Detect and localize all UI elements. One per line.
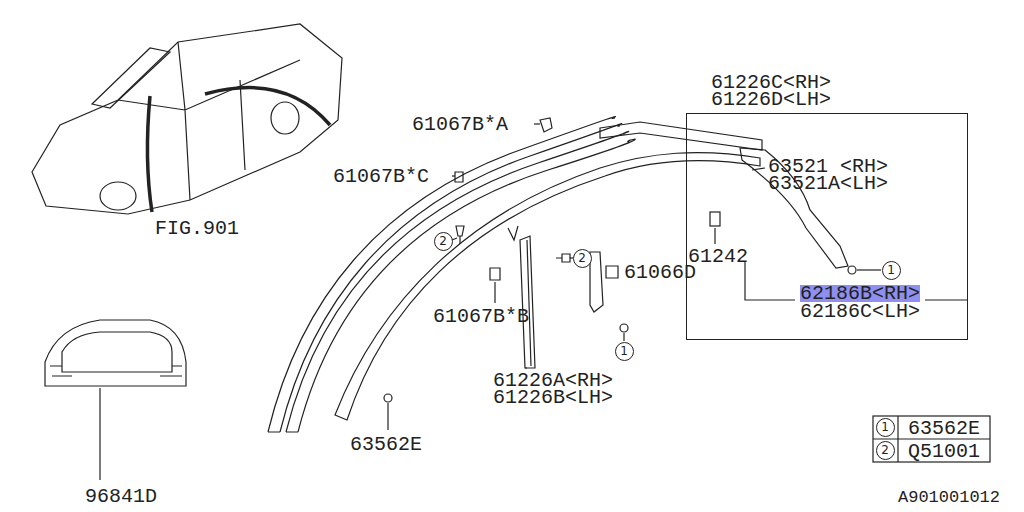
part-number: 61226C<RH> 61226D<LH> xyxy=(711,74,831,108)
center-pillar-trim xyxy=(590,252,603,312)
leader-line xyxy=(452,238,457,240)
table-rule xyxy=(873,438,990,439)
part-number: 63562E xyxy=(350,436,422,453)
car-wheel xyxy=(271,102,299,134)
callout-number: 2 xyxy=(434,232,453,251)
pillar-trim xyxy=(520,236,535,368)
leader-line xyxy=(752,168,765,170)
car-wheel xyxy=(100,182,136,210)
rivet xyxy=(620,324,628,332)
leader-line xyxy=(494,282,495,303)
leader-line xyxy=(745,262,795,300)
part-number: 62186C<LH> xyxy=(800,303,920,320)
clip xyxy=(606,266,618,278)
leader-line xyxy=(525,367,527,368)
table-cell: Q51001 xyxy=(908,443,980,460)
table-rule xyxy=(897,416,898,462)
car-outline xyxy=(32,24,342,214)
drawing-number: A901001012 xyxy=(898,489,1000,506)
section-arc xyxy=(205,88,330,125)
part-number: 61067B*B xyxy=(433,308,529,325)
drip-rail xyxy=(280,124,622,432)
screw xyxy=(556,254,570,262)
rivet xyxy=(384,394,392,402)
rivet xyxy=(848,266,856,274)
clip xyxy=(540,118,552,132)
leader-line xyxy=(387,403,388,430)
callout-number: 1 xyxy=(615,342,634,361)
roof-panel xyxy=(45,320,186,386)
leader-line xyxy=(534,123,540,124)
table-cell: 63562E xyxy=(908,420,980,437)
table-cell: 2 xyxy=(876,441,895,460)
part-number: 61242 xyxy=(688,248,748,265)
roof-trim-upper xyxy=(600,122,762,150)
part-number: 61067B*A xyxy=(412,116,508,133)
leader-line xyxy=(925,299,968,300)
leader-line xyxy=(99,388,100,480)
callout-number: 1 xyxy=(882,261,901,280)
car-glass xyxy=(92,48,170,108)
part-number: 61067B*C xyxy=(333,168,429,185)
part-number: 61226A<RH> 61226B<LH> xyxy=(493,372,613,406)
table-cell: 1 xyxy=(876,418,895,437)
figure-ref: FIG.901 xyxy=(155,220,239,237)
table-frame xyxy=(873,416,990,462)
leader-line xyxy=(623,333,624,341)
leader-line xyxy=(857,269,881,270)
callout-number: 2 xyxy=(573,249,592,268)
part-number: 62186B<RH> xyxy=(800,285,920,302)
drip-rail xyxy=(268,117,615,432)
screw xyxy=(456,226,464,244)
car-detail xyxy=(118,42,300,200)
rail-end xyxy=(268,431,298,432)
pad xyxy=(710,212,720,226)
clip xyxy=(455,172,463,182)
roof-trim xyxy=(335,153,760,420)
roof-panel-detail xyxy=(50,332,182,376)
clip xyxy=(490,268,500,280)
section-arc xyxy=(147,96,152,212)
part-number: 63521 <RH> 63521A<LH> xyxy=(768,158,888,192)
part-number: 61066D xyxy=(624,264,696,281)
leader-line xyxy=(452,175,455,176)
leader-line xyxy=(714,228,715,244)
clip xyxy=(508,226,518,240)
part-number: 96841D xyxy=(85,488,157,505)
